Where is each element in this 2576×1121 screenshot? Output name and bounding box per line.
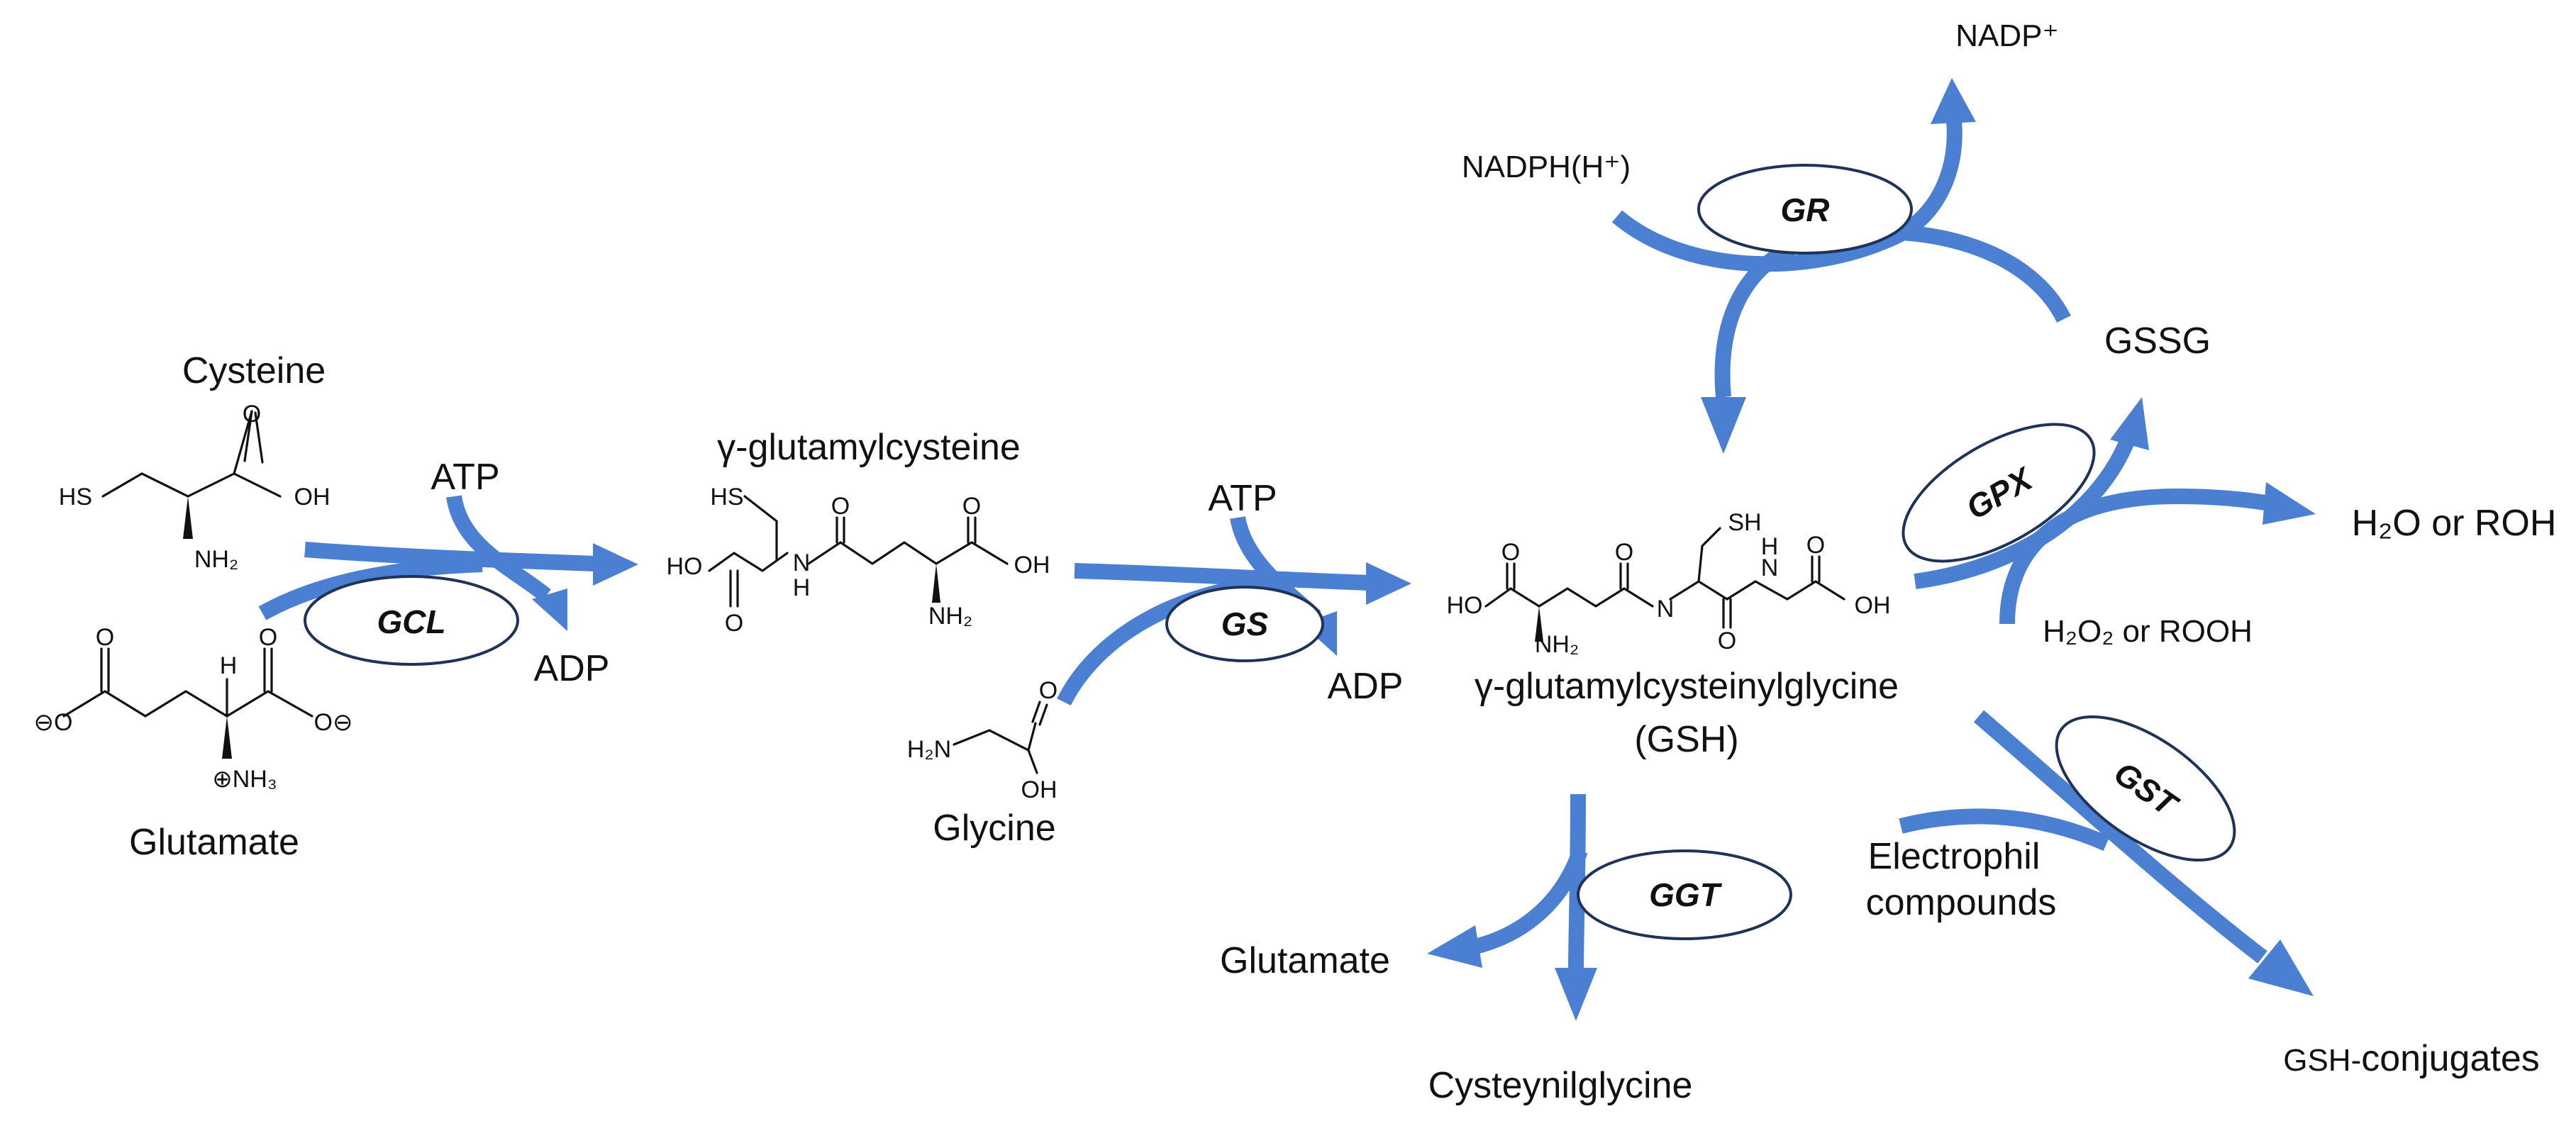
arrow-electrophil-feed <box>1899 808 2110 852</box>
arrowhead-adp-1 <box>532 589 567 631</box>
atom-o: O <box>1615 539 1633 566</box>
atom-o: O <box>1806 532 1825 559</box>
atom-nh2: NH₂ <box>928 603 972 630</box>
atom-hs: HS <box>710 484 743 511</box>
arrows <box>258 78 2316 1021</box>
atom-o: O <box>1501 539 1520 566</box>
enzyme-label-gcl: GCL <box>377 603 445 640</box>
atom-nh3: ⊕NH₃ <box>212 766 277 793</box>
enzyme-gr: GR <box>1697 164 1913 255</box>
label-glycine: Glycine <box>933 808 1055 849</box>
arrowhead-conjugates <box>2248 939 2314 996</box>
label-electrophil-1: Electrophil <box>1868 836 2041 877</box>
atom-o-minus: ⊖O <box>34 709 73 736</box>
atom-ho: HO <box>1447 592 1483 619</box>
arrowhead-gssg <box>2110 397 2149 450</box>
label-gssg: GSSG <box>2104 320 2211 362</box>
enzyme-label-ggt: GGT <box>1649 876 1723 913</box>
arrow-glutamate-feed <box>258 557 483 620</box>
arrow-gsh-to-cysgly <box>1568 793 1586 972</box>
label-cysteine: Cysteine <box>182 350 326 391</box>
atom-nh2: NH₂ <box>1535 631 1579 658</box>
arrow-ggc-to-gsh <box>1074 563 1370 591</box>
label-nadp: NADP⁺ <box>1955 18 2058 53</box>
enzyme-label-gr: GR <box>1781 191 1830 228</box>
atom-o: O <box>259 624 277 651</box>
enzyme-gst: GST <box>2055 715 2236 862</box>
label-gsh-conjugates: GSH-conjugates <box>2283 1038 2540 1079</box>
label-electrophil-2: compounds <box>1866 882 2057 923</box>
atom-h: H <box>220 652 238 679</box>
atom-h: H <box>793 574 811 601</box>
label-cysteinylglycine: Cysteynilglycine <box>1428 1065 1693 1106</box>
arrow-gsh-to-glutamate <box>1473 848 1588 954</box>
structure-glycine: H₂N O OH <box>907 677 1057 803</box>
structure-cysteine: HS O OH NH₂ <box>59 401 331 573</box>
label-gsh-abbr: (GSH) <box>1634 719 1738 760</box>
arrowhead-gsh <box>1366 562 1411 605</box>
arrowhead-ggc <box>593 543 638 586</box>
label-gamma-glutamylcysteine: γ-glutamylcysteine <box>717 427 1021 468</box>
label-nadph: NADPH(H⁺) <box>1462 150 1631 184</box>
label-atp-2: ATP <box>1208 478 1277 519</box>
atom-n: N <box>793 550 811 576</box>
atom-o: O <box>1039 677 1057 704</box>
atom-oh: OH <box>1855 592 1891 619</box>
label-gsh-conjugates-prefix: GSH- <box>2283 1043 2361 1078</box>
arrow-gsh-to-conjugates <box>1973 710 2267 964</box>
arrow-atp-adp-1 <box>446 494 551 602</box>
label-gsh-name: γ-glutamylcysteinylglycine <box>1475 666 1899 707</box>
atom-o-minus-right: O⊖ <box>314 709 353 736</box>
atom-h: H <box>1761 533 1779 560</box>
label-adp-1: ADP <box>534 648 610 689</box>
enzyme-gs: GS <box>1165 586 1324 662</box>
atom-h2n: H₂N <box>907 736 951 763</box>
label-water-or-roh: H₂O or ROH <box>2352 503 2557 544</box>
label-gsh-conjugates-suffix: conjugates <box>2361 1038 2540 1079</box>
structure-gamma-glutamylcysteine: HS HO O N H O O OH NH₂ <box>667 484 1050 637</box>
structure-gsh: HO O NH₂ O N SH O N H O OH <box>1447 509 1891 658</box>
atom-n: N <box>1657 596 1675 623</box>
labels: Cysteine Glutamate ATP ADP γ-glutamylcys… <box>129 18 2556 1106</box>
arrowhead-gsh-from-gr <box>1701 397 1746 454</box>
label-glutamate: Glutamate <box>129 822 299 863</box>
label-atp-1: ATP <box>431 457 499 498</box>
arrowhead-glutamate-out <box>1427 925 1482 968</box>
atom-nh2: NH₂ <box>194 546 238 573</box>
arrowhead-water <box>2263 482 2316 525</box>
arrow-peroxide-to-water <box>1999 488 2271 625</box>
enzyme-gcl: GCL <box>304 575 519 666</box>
structure-glutamate: O O H ⊖O O⊖ ⊕NH₃ <box>34 624 353 793</box>
atom-ho: HO <box>667 553 703 580</box>
arrowhead-nadp <box>1931 78 1976 124</box>
atom-n: N <box>1761 554 1779 581</box>
enzyme-ggt: GGT <box>1577 849 1792 940</box>
arrowhead-cysgly <box>1555 968 1597 1021</box>
atom-o: O <box>243 401 261 428</box>
label-adp-2: ADP <box>1328 666 1404 707</box>
atom-o: O <box>962 493 981 520</box>
atom-o: O <box>725 610 743 637</box>
atom-oh: OH <box>1021 776 1057 803</box>
atom-oh: OH <box>294 484 331 511</box>
atom-o: O <box>96 624 114 651</box>
arrow-nadph-to-nadp <box>1611 120 1962 272</box>
atom-oh: OH <box>1014 552 1050 579</box>
enzyme-label-gs: GS <box>1221 606 1269 642</box>
label-glutamate-out: Glutamate <box>1220 940 1390 981</box>
enzyme-gpx: GPX <box>1902 423 2096 563</box>
atom-sh: SH <box>1728 509 1761 536</box>
atom-o: O <box>831 493 850 520</box>
atom-hs: HS <box>59 484 92 511</box>
label-peroxide: H₂O₂ or ROOH <box>2043 614 2253 649</box>
atom-o: O <box>1718 628 1736 654</box>
arrow-cysteine-to-ggc <box>304 542 596 571</box>
